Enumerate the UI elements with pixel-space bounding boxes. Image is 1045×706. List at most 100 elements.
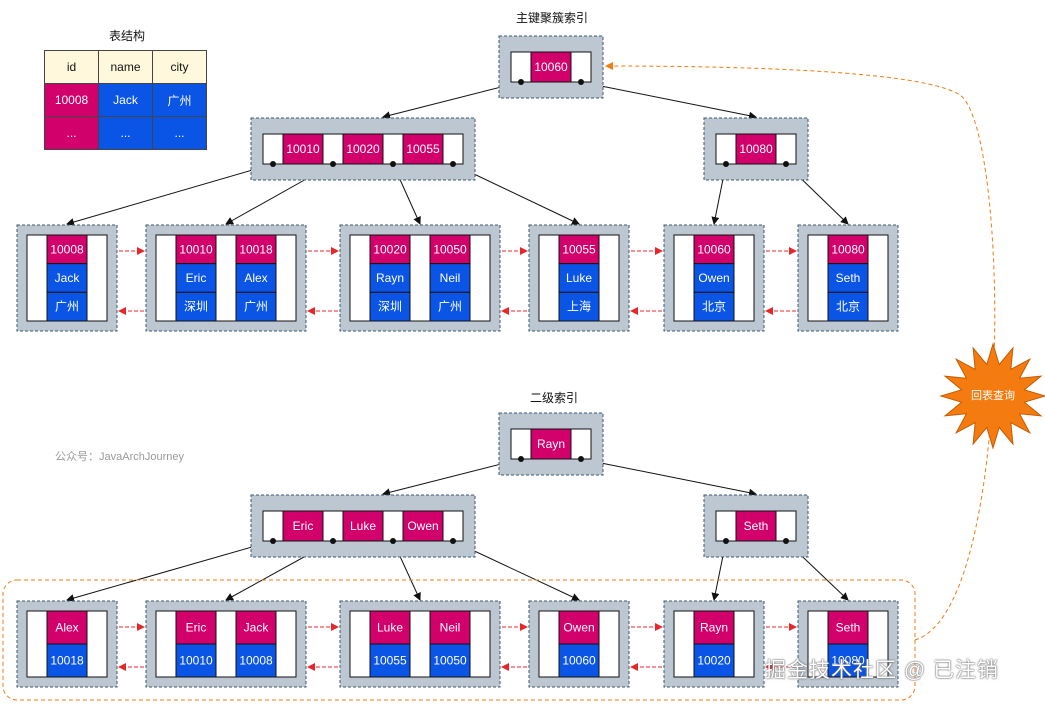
leaf-key-label: 10020 [373,242,407,256]
leaf-value-cell [46,643,88,678]
leaf-value-cell [369,291,411,322]
leaf-value-label: Seth [836,271,861,285]
leaf-key-cell [429,610,471,645]
leaf-value-label: 北京 [836,300,860,314]
lookup-burst-badge [939,342,1045,450]
secondary-leaf-region [2,579,916,701]
leaf-key-cell [369,610,411,645]
pointer-dot [518,456,524,462]
key-label: Owen [407,519,438,533]
key-label: Seth [744,519,769,533]
leaf-value-label: Eric [186,271,207,285]
key-label: 10020 [346,142,380,156]
leaf-value-cell [558,291,600,322]
secondary-index-title: 二级索引 [530,391,579,405]
leaf-key-label: Owen [563,621,594,635]
key-label: Rayn [537,437,565,451]
leaf-value-label: 广州 [55,300,79,314]
schema-table: id name city 10008 Jack 广州 ... ... ... [44,50,207,150]
schema-cell: 广州 [152,83,207,117]
leaf-value-label: Neil [440,271,461,285]
pointer-dot [330,538,336,544]
leaf-value-cell [175,263,217,293]
leaf-value-label: Alex [244,271,267,285]
pointer-dot [390,538,396,544]
leaf-key-cell [235,234,277,265]
leaf-value-cell [369,643,411,678]
tree-edge [382,81,522,120]
tree-edge [580,458,757,497]
leaf-key-label: 10008 [50,242,84,256]
pointer-dot [578,456,584,462]
leaf-key-cell [558,234,600,265]
leaf-value-label: Rayn [376,271,404,285]
leaf-value-label: 10020 [697,654,731,668]
leaf-value-cell [558,263,600,293]
pointer-dot [783,161,789,167]
schema-row: 10008 Jack 广州 [44,83,207,117]
schema-cell: ... [98,116,153,150]
schema-header-cell: city [152,50,207,84]
leaf-value-cell [369,263,411,293]
leaf-value-cell [429,643,471,678]
leaf-key-cell [693,610,735,645]
schema-cell: 10008 [44,83,99,117]
leaf-key-label: Eric [186,621,207,635]
leaf-value-cell [46,263,88,293]
leaf-value-cell [693,291,735,322]
leaf-key-label: Jack [244,621,270,635]
leaf-value-label: 深圳 [184,300,208,314]
schema-header-cell: id [44,50,99,84]
pointer-dot [330,161,336,167]
leaf-value-cell [235,291,277,322]
leaf-value-label: 上海 [567,299,591,314]
leaf-key-label: Alex [55,621,78,635]
leaf-value-cell [46,291,88,322]
leaf-key-cell [369,234,411,265]
key-cell [282,133,324,165]
schema-cell: ... [152,116,207,150]
leaf-value-label: Jack [55,271,81,285]
tree-edge [66,163,274,226]
key-cell [402,133,444,165]
key-label: Eric [293,519,314,533]
pointer-dot [390,161,396,167]
leaf-key-label: 10050 [433,242,467,256]
site-watermark: 掘金技术社区 @ 已注销 [765,659,999,682]
key-label: 10060 [534,60,568,74]
schema-row: ... ... ... [44,116,207,150]
pointer-dot [578,79,584,85]
node-layer: 回表查询 [16,35,1045,688]
key-cell [735,133,777,165]
pointer-dot [270,538,276,544]
leaf-key-label: 10055 [562,242,596,256]
leaf-key-label: 10010 [179,242,213,256]
tree-edge [580,81,757,120]
leaf-key-label: Luke [377,621,403,635]
leaf-key-cell [827,610,869,645]
pointer-dot [450,538,456,544]
leaf-value-label: 广州 [438,300,462,314]
key-label: 10080 [739,142,773,156]
leaf-value-label: 10080 [831,654,865,668]
leaf-value-label: Luke [566,271,592,285]
leaf-key-cell [46,610,88,645]
leaf-value-cell [827,291,869,322]
pointer-dot [783,538,789,544]
leaf-value-label: 深圳 [378,300,402,314]
account-watermark: 公众号：JavaArchJourney [55,451,184,463]
leaf-key-label: 10080 [831,242,865,256]
leaf-key-label: 10060 [697,242,731,256]
leaf-value-cell [558,643,600,678]
key-cell [282,510,324,542]
pointer-dot [450,161,456,167]
key-cell [530,51,572,83]
leaf-key-cell [429,234,471,265]
leaf-value-cell [235,643,277,678]
leaf-value-label: 广州 [244,300,268,314]
schema-cell: Jack [98,83,153,117]
key-cell [735,510,777,542]
tree-edge [382,458,522,497]
pointer-dot [723,538,729,544]
leaf-value-label: 10010 [179,654,213,668]
